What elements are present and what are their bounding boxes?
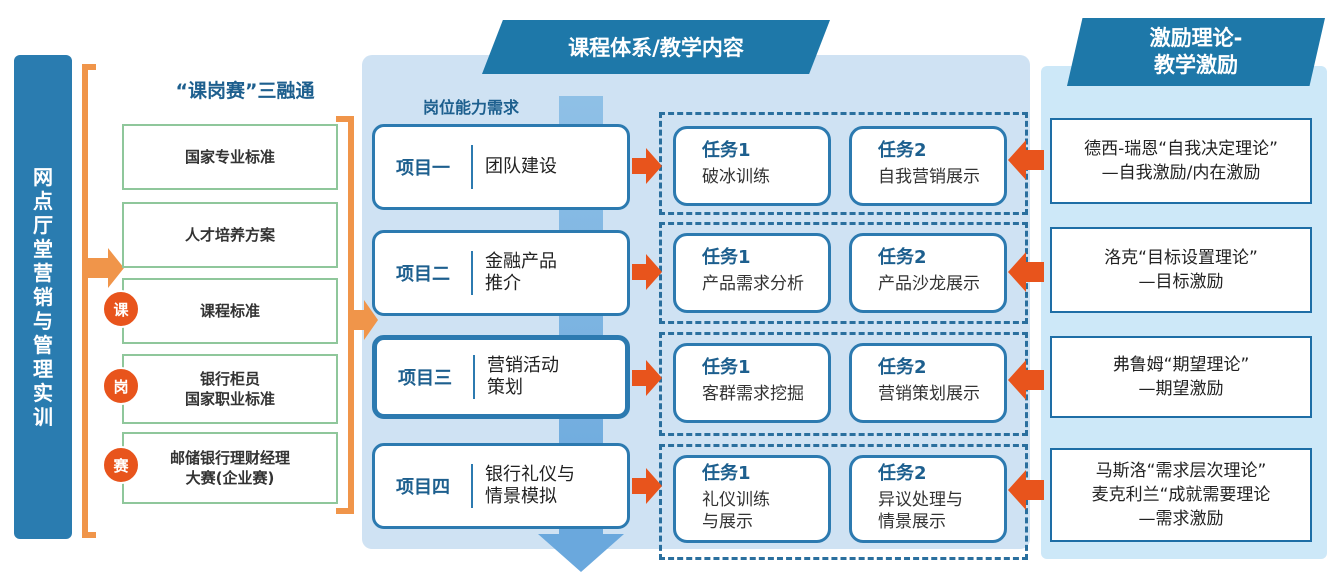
project-name: 项目一	[396, 158, 450, 179]
task-box: 任务2 营销策划展示	[849, 343, 1007, 423]
integration-title: “课岗赛”三融通	[175, 80, 315, 102]
standard-box: 邮储银行理财经理 大赛(企业赛)	[122, 432, 338, 504]
badge-course: 课	[102, 290, 140, 328]
project-desc: 团队建设	[485, 156, 557, 177]
task-box: 任务2 产品沙龙展示	[849, 233, 1007, 313]
theory-box: 洛克“目标设置理论” —目标激励	[1050, 227, 1312, 313]
project-desc: 金融产品 推介	[485, 251, 557, 294]
theory-box: 马斯洛“需求层次理论” 麦克利兰“成就需要理论 —需求激励	[1050, 448, 1312, 542]
standard-box: 人才培养方案	[122, 202, 338, 268]
course-header: 课程体系/教学内容	[482, 20, 830, 74]
ability-label: 岗位能力需求	[423, 98, 520, 117]
standard-box: 课程标准	[122, 278, 338, 344]
right-bracket	[348, 116, 354, 514]
project-box: 项目二 金融产品 推介	[372, 230, 630, 316]
left-bracket	[82, 64, 88, 538]
theory-box: 德西-瑞恩“自我决定理论” —自我激励/内在激励	[1050, 118, 1312, 204]
project-box: 项目一 团队建设	[372, 124, 630, 210]
task-box: 任务1 产品需求分析	[673, 233, 831, 313]
course-title-vertical: 网点厅堂营销与管理实训	[14, 55, 72, 539]
motivation-header: 激励理论- 教学激励	[1067, 18, 1325, 86]
task-box: 任务2 自我营销展示	[849, 126, 1007, 206]
task-box: 任务1 破冰训练	[673, 126, 831, 206]
project-desc: 营销活动 策划	[487, 355, 559, 398]
task-box: 任务1 客群需求挖掘	[673, 343, 831, 423]
standard-box: 国家专业标准	[122, 124, 338, 190]
project-name: 项目三	[398, 368, 452, 389]
project-name: 项目四	[396, 477, 450, 498]
task-box: 任务1 礼仪训练 与展示	[673, 455, 831, 543]
badge-post: 岗	[102, 367, 140, 405]
project-box: 项目四 银行礼仪与 情景模拟	[372, 443, 630, 529]
badge-competition: 赛	[102, 446, 140, 484]
task-box: 任务2 异议处理与 情景展示	[849, 455, 1007, 543]
project-name: 项目二	[396, 264, 450, 285]
standard-box: 银行柜员 国家职业标准	[122, 354, 338, 424]
project-box: 项目三 营销活动 策划	[372, 335, 630, 419]
theory-box: 弗鲁姆“期望理论” —期望激励	[1050, 336, 1312, 418]
project-desc: 银行礼仪与 情景模拟	[485, 464, 575, 507]
